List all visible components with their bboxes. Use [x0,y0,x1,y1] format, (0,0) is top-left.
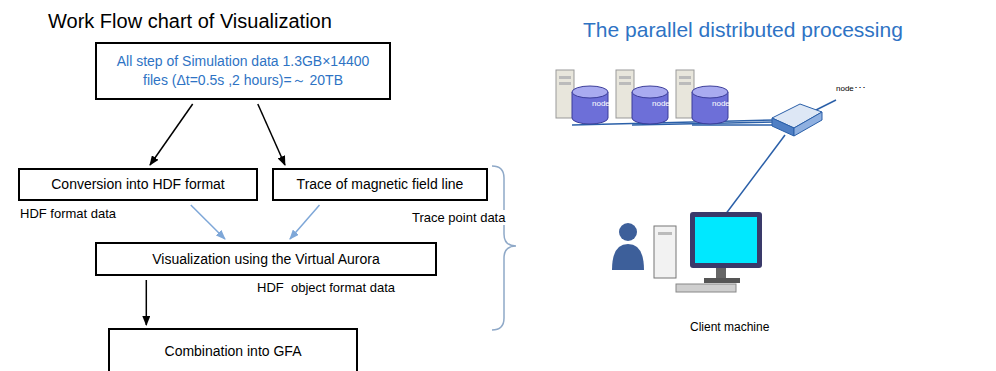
flow-arrow [150,104,193,165]
client-machine [612,212,762,292]
section-heading: The parallel distributed processing [583,18,903,42]
device-label: Client machine [690,320,769,334]
box-text: Combination into GFA [165,342,302,361]
edge-label: HDF format data [18,206,118,221]
node-label: node･･･ [836,84,866,93]
chart-title: Work Flow chart of Visualization [48,10,332,33]
box-text: Trace of magnetic field line [297,175,464,194]
process-box: Trace of magnetic field line [272,168,488,201]
edge-label: Trace point data [410,210,507,225]
flow-arrow [191,205,225,239]
edge-label: HDF object format data [255,280,397,295]
box-text: All step of Simulation data 1.3GB×14400 … [107,52,379,90]
node-label: node1 [592,99,614,108]
network-switch [772,104,822,136]
process-box: Conversion into HDF format [18,168,258,201]
flow-arrow [146,280,148,325]
node-label: node3 [712,99,734,108]
process-box: Visualization using the Virtual Aurora [95,242,437,276]
server-nodes [556,70,728,124]
process-box: Combination into GFA [108,328,358,371]
box-text: Conversion into HDF format [51,175,225,194]
bracket [492,166,516,330]
process-box: All step of Simulation data 1.3GB×14400 … [95,42,391,100]
flow-arrow [290,205,320,239]
node-label: node2 [652,99,674,108]
box-text: Visualization using the Virtual Aurora [152,250,380,269]
flow-arrow [258,104,285,165]
